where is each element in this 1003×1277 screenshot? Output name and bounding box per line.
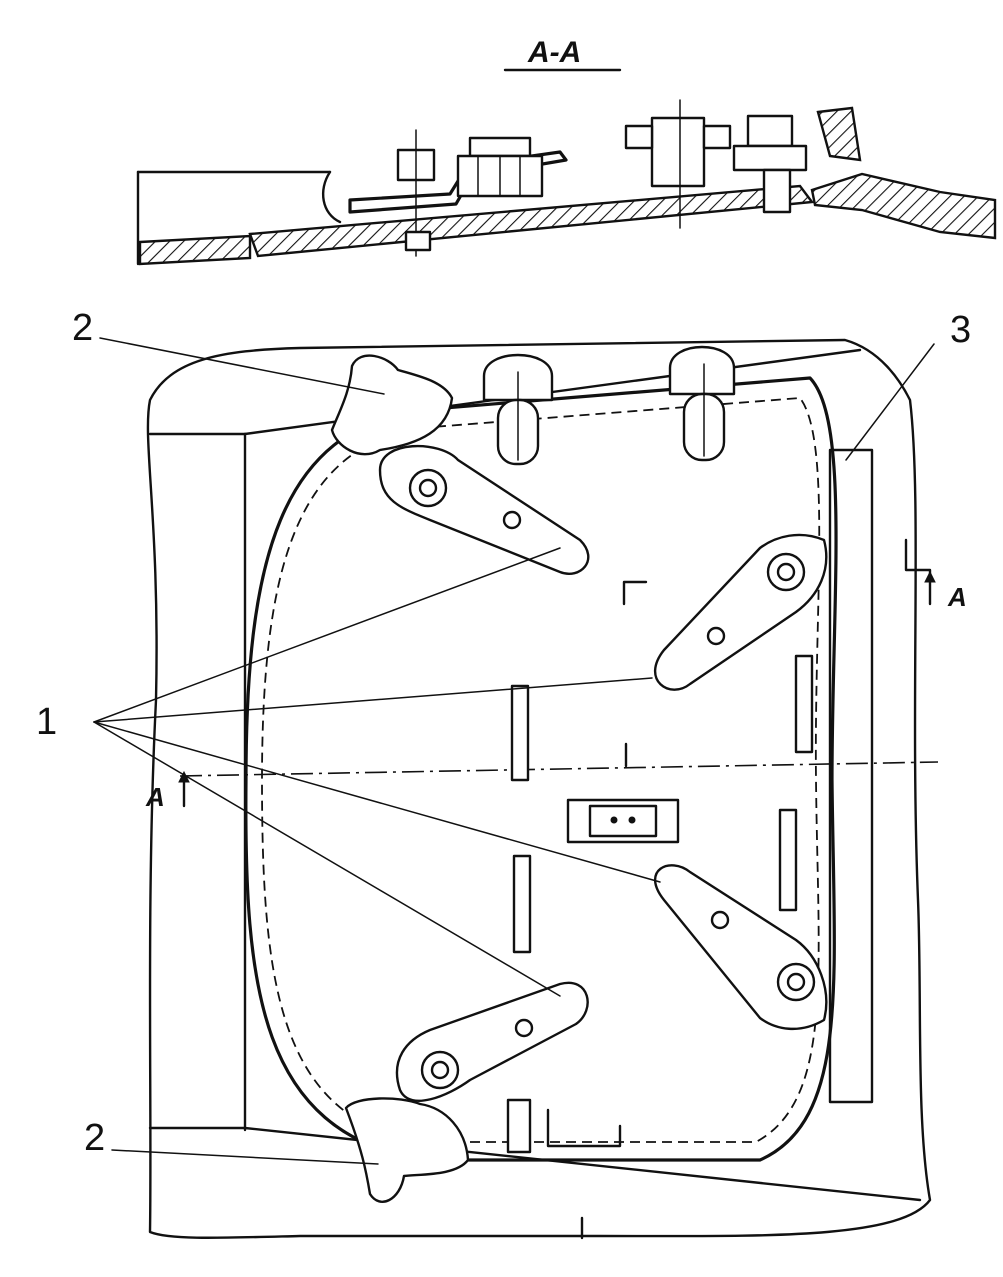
slot-right-upper <box>794 654 814 754</box>
section-marker-right: A <box>904 538 967 612</box>
door-plate-section <box>248 184 815 258</box>
dog-latch-top-left <box>378 444 590 575</box>
dog-latch-top-right <box>653 533 828 691</box>
frame-bend <box>322 170 342 224</box>
section-title: A-A <box>527 36 581 69</box>
hinge-pin-right <box>702 124 732 150</box>
callout-1: 1 <box>36 701 57 743</box>
nut-right-section <box>746 114 794 148</box>
hinge-pin-left <box>624 124 654 150</box>
section-axis <box>179 761 939 777</box>
door-seal-line <box>261 397 821 1143</box>
frame-section-left <box>138 234 252 266</box>
hinge-top-right <box>668 345 736 462</box>
leader-1a <box>93 547 561 723</box>
bolt-right-section <box>762 168 792 214</box>
section-marker-left: A <box>145 770 190 812</box>
slot-left-upper <box>510 684 530 782</box>
leader-1b <box>93 677 653 723</box>
handle-top <box>330 354 454 456</box>
slot-right-lower <box>778 808 798 912</box>
hinge-bracket-section <box>650 116 706 188</box>
washer-right-section <box>732 144 808 172</box>
corner-mark <box>622 580 648 606</box>
center-fitting <box>566 798 680 844</box>
leader-1d <box>93 721 561 997</box>
dog-latch-bottom-left <box>395 981 589 1102</box>
frame-line-bottom <box>243 1126 922 1202</box>
panel-outline <box>146 338 932 1239</box>
leader-1c <box>93 721 661 883</box>
section-mark-right: A <box>947 582 967 612</box>
leader-2-top <box>99 337 385 395</box>
frame-section-right <box>810 172 997 240</box>
hinge-block-section <box>816 106 862 162</box>
catch-hook <box>546 1108 622 1148</box>
callout-2-top: 2 <box>72 307 93 349</box>
section-mark-left: A <box>145 782 165 812</box>
section-view: A-A <box>136 36 997 266</box>
handle-bracket-section <box>348 150 568 214</box>
main-view: A A 1 2 2 3 <box>36 307 971 1240</box>
nut-bottom-section <box>404 230 432 252</box>
bolt-housing-top <box>468 136 532 158</box>
dog-latch-bottom-right <box>654 864 828 1031</box>
callout-3: 3 <box>950 309 971 351</box>
slot-left-lower <box>512 854 532 954</box>
hinge-top-left <box>482 353 554 466</box>
handle-bottom <box>344 1097 470 1203</box>
callout-2-bottom: 2 <box>84 1117 105 1159</box>
stop-block <box>506 1098 532 1154</box>
leader-3 <box>845 343 935 461</box>
leader-2-bottom <box>111 1149 379 1165</box>
